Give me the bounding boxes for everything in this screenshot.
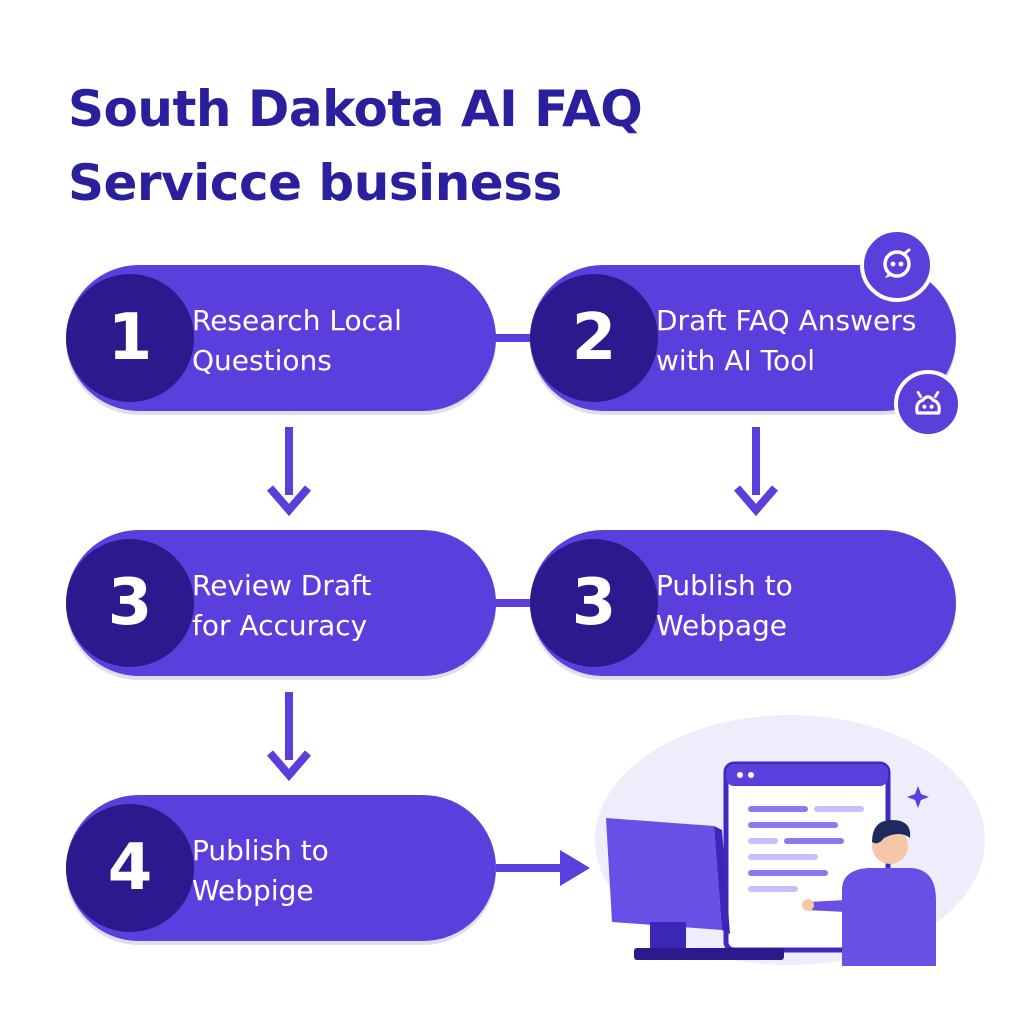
robot-face-icon bbox=[894, 370, 962, 438]
connector-1-2 bbox=[480, 334, 560, 342]
page-title: South Dakota AI FAQ Servicce business bbox=[68, 72, 968, 220]
step-1: 1 Research Local Questions bbox=[66, 265, 496, 411]
connector-3-3 bbox=[480, 599, 560, 607]
step-1-label: Research Local Questions bbox=[192, 301, 492, 381]
title-line-2: Servicce business bbox=[68, 154, 562, 212]
step-4-line-2: Webpige bbox=[192, 874, 314, 907]
step-2-label: Draft FAQ Answers with AI Tool bbox=[656, 301, 956, 381]
step-4: 4 Publish to Webpige bbox=[66, 795, 496, 941]
step-2-line-2: with AI Tool bbox=[656, 344, 816, 377]
step-1-number: 1 bbox=[66, 274, 194, 402]
step-3-review-line-1: Review Draft bbox=[192, 569, 372, 602]
arrow-down-left-top bbox=[266, 427, 312, 517]
step-3-publish-line-1: Publish to bbox=[656, 569, 793, 602]
arrow-down-right bbox=[733, 427, 779, 517]
step-2-number: 2 bbox=[530, 274, 658, 402]
chat-bubble-icon bbox=[860, 228, 934, 302]
step-2-line-1: Draft FAQ Answers bbox=[656, 304, 917, 337]
step-1-line-2: Questions bbox=[192, 344, 332, 377]
person-at-computer-illustration bbox=[595, 715, 985, 966]
step-3-publish: 3 Publish to Webpage bbox=[530, 530, 956, 676]
sparkle-icon bbox=[907, 786, 929, 808]
step-4-label: Publish to Webpige bbox=[192, 831, 492, 911]
step-3-review-label: Review Draft for Accuracy bbox=[192, 566, 492, 646]
step-4-line-1: Publish to bbox=[192, 834, 329, 867]
step-3-review: 3 Review Draft for Accuracy bbox=[66, 530, 496, 676]
arrow-down-left-bottom bbox=[266, 692, 312, 782]
step-3-publish-line-2: Webpage bbox=[656, 609, 787, 642]
title-line-1: South Dakota AI FAQ bbox=[68, 80, 643, 138]
step-3-publish-label: Publish to Webpage bbox=[656, 566, 956, 646]
step-4-number: 4 bbox=[66, 804, 194, 932]
step-1-line-1: Research Local bbox=[192, 304, 402, 337]
step-3-publish-number: 3 bbox=[530, 539, 658, 667]
arrow-right-bottom bbox=[496, 850, 590, 886]
step-3-review-number: 3 bbox=[66, 539, 194, 667]
step-3-review-line-2: for Accuracy bbox=[192, 609, 368, 642]
